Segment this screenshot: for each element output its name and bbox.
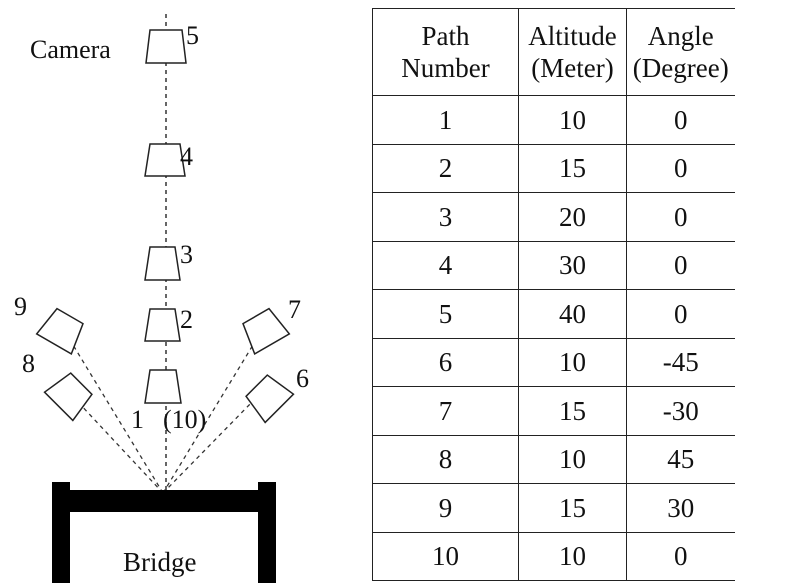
camera-1-icon bbox=[144, 369, 182, 404]
camera-2-icon bbox=[144, 308, 181, 342]
camera-9-number: 9 bbox=[14, 292, 27, 321]
bridge-right-post bbox=[258, 482, 276, 583]
altitude-cell: 10 bbox=[518, 531, 627, 581]
angle-cell: 0 bbox=[626, 289, 735, 339]
bridge-deck bbox=[52, 490, 276, 512]
altitude-cell: 15 bbox=[518, 143, 627, 193]
altitude-cell: 30 bbox=[518, 240, 627, 290]
angle-cell: 0 bbox=[626, 143, 735, 193]
path-number-cell: 4 bbox=[372, 240, 519, 290]
angle-cell: 0 bbox=[626, 192, 735, 242]
camera-6-icon bbox=[245, 374, 295, 424]
sight-line-camera-8 bbox=[77, 401, 164, 494]
path-number-cell: 9 bbox=[372, 483, 519, 533]
angle-cell: 30 bbox=[626, 483, 735, 533]
camera-8-icon bbox=[43, 372, 93, 422]
angle-cell: 45 bbox=[626, 434, 735, 484]
path-number-cell: 7 bbox=[372, 386, 519, 436]
altitude-cell: 10 bbox=[518, 95, 627, 145]
path-number-cell: 1 bbox=[372, 95, 519, 145]
camera-5-number: 5 bbox=[186, 21, 199, 50]
camera-7-icon bbox=[242, 307, 291, 355]
camera-4-icon bbox=[144, 143, 186, 177]
altitude-cell: 15 bbox=[518, 483, 627, 533]
path-number-cell: 6 bbox=[372, 337, 519, 387]
camera-2-number: 2 bbox=[180, 305, 193, 334]
camera-3-number: 3 bbox=[180, 240, 193, 269]
header-angle: Angle (Degree) bbox=[626, 8, 735, 96]
camera-1-number: 1 bbox=[131, 405, 144, 434]
path-number-cell: 2 bbox=[372, 143, 519, 193]
angle-cell: -45 bbox=[626, 337, 735, 387]
camera-3-icon bbox=[144, 246, 181, 281]
altitude-cell: 10 bbox=[518, 434, 627, 484]
angle-cell: 0 bbox=[626, 240, 735, 290]
camera-10-number: (10) bbox=[163, 405, 206, 434]
altitude-cell: 40 bbox=[518, 289, 627, 339]
camera-5-icon bbox=[145, 29, 187, 64]
path-number-cell: 5 bbox=[372, 289, 519, 339]
angle-cell: 0 bbox=[626, 95, 735, 145]
angle-cell: -30 bbox=[626, 386, 735, 436]
bridge-label: Bridge bbox=[123, 547, 197, 577]
path-number-cell: 8 bbox=[372, 434, 519, 484]
camera-label: Camera bbox=[30, 35, 111, 64]
camera-4-number: 4 bbox=[180, 142, 193, 171]
altitude-cell: 15 bbox=[518, 386, 627, 436]
camera-9-icon bbox=[35, 307, 84, 355]
path-number-cell: 10 bbox=[372, 531, 519, 581]
header-path-number: Path Number bbox=[372, 8, 519, 96]
path-number-cell: 3 bbox=[372, 192, 519, 242]
camera-8-number: 8 bbox=[22, 349, 35, 378]
bridge-left-post bbox=[52, 482, 70, 583]
altitude-cell: 20 bbox=[518, 192, 627, 242]
sight-line-camera-7 bbox=[162, 339, 257, 494]
flight-paths-table: Path Number Altitude (Meter) Angle (Degr… bbox=[372, 8, 735, 581]
camera-6-number: 6 bbox=[296, 364, 309, 393]
sight-line-camera-9 bbox=[69, 339, 164, 494]
flight-path-diagram: Camera Bridge 5 4 3 2 1 (10) 9 8 7 6 bbox=[14, 14, 309, 583]
camera-7-number: 7 bbox=[288, 295, 301, 324]
angle-cell: 0 bbox=[626, 531, 735, 581]
altitude-cell: 10 bbox=[518, 337, 627, 387]
sight-line-camera-6 bbox=[162, 399, 255, 494]
table-header-row: Path Number Altitude (Meter) Angle (Degr… bbox=[372, 8, 735, 96]
header-altitude: Altitude (Meter) bbox=[518, 8, 627, 96]
